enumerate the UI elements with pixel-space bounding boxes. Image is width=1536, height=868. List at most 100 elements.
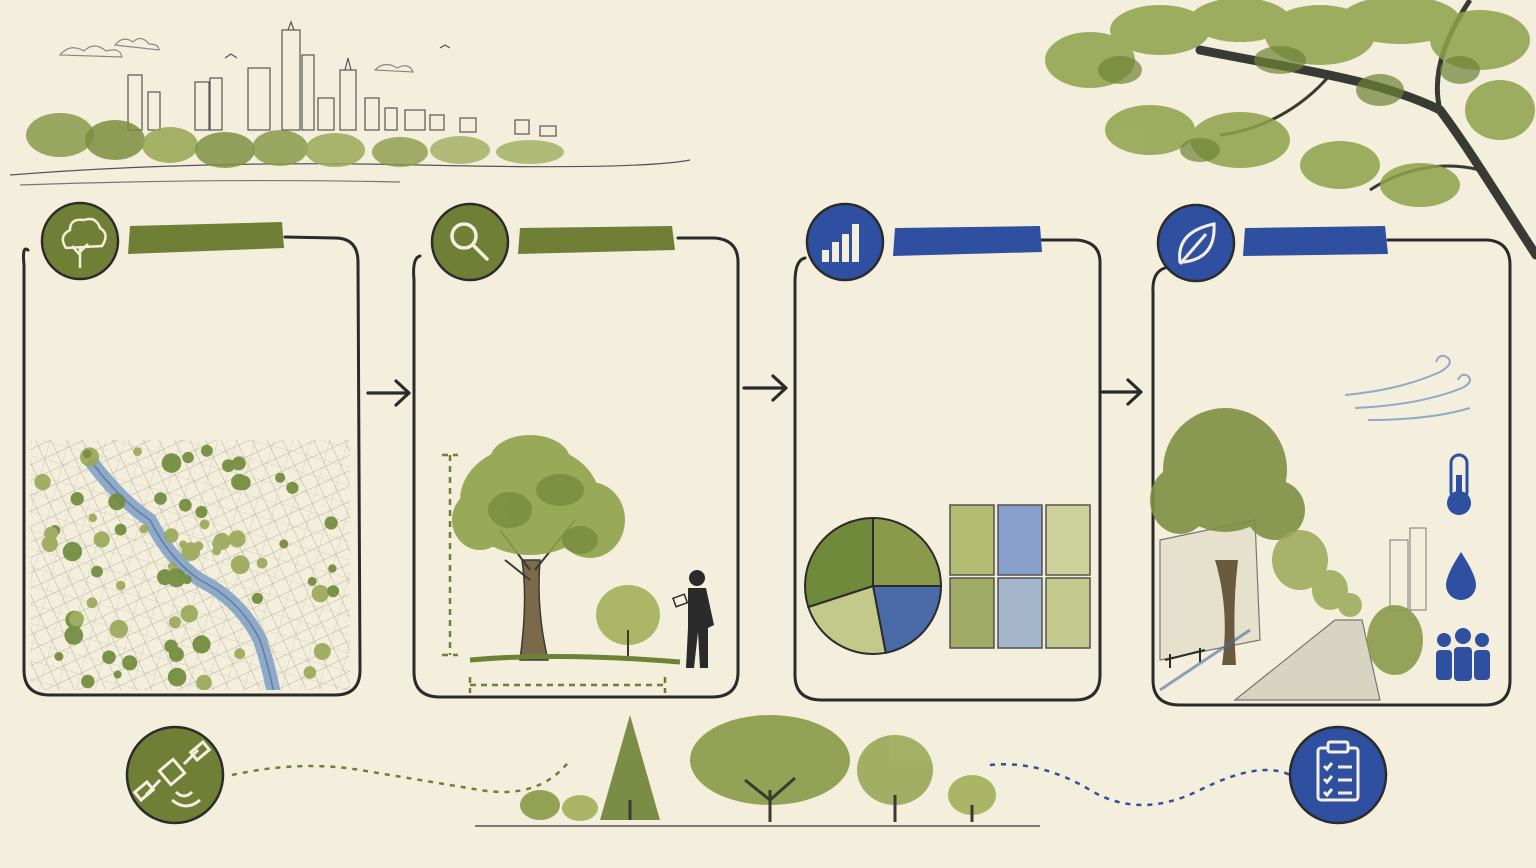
canopy-map-tile xyxy=(1045,504,1091,576)
panel-2-frame xyxy=(412,236,740,699)
canopy-dot xyxy=(164,528,179,543)
step-2-label-bar xyxy=(518,226,675,254)
canopy-dot xyxy=(82,449,92,459)
canopy-dot xyxy=(161,453,182,473)
canopy-dot xyxy=(64,626,84,645)
arrow-2-to-3 xyxy=(742,374,788,402)
pie-slice xyxy=(807,584,887,656)
canopy-dot xyxy=(115,580,126,591)
street-illustration xyxy=(1150,408,1427,701)
step-3-header xyxy=(805,202,1042,282)
canopy-dot xyxy=(307,576,317,586)
step-4-label-bar xyxy=(1243,226,1388,256)
canopy-dot xyxy=(167,568,186,588)
data-analysis-illustration xyxy=(804,504,1091,656)
canopy-dot xyxy=(213,532,231,551)
canopy-map-tile xyxy=(997,504,1043,576)
canopy-dot xyxy=(114,523,127,536)
canopy-dot xyxy=(108,493,126,511)
step-1-badge xyxy=(40,201,120,281)
canopy-dot xyxy=(231,456,246,471)
canopy-dot xyxy=(230,555,250,575)
thermometer-icon xyxy=(1447,453,1471,515)
canopy-dot xyxy=(102,650,116,664)
canopy-dot xyxy=(231,473,248,491)
canopy-dot xyxy=(286,481,299,494)
magnifier-icon xyxy=(450,222,489,261)
canopy-dot xyxy=(109,619,128,639)
step-2-badge xyxy=(430,202,510,282)
canopy-dot xyxy=(113,670,122,679)
pie-slice xyxy=(871,585,943,654)
clipboard-badge xyxy=(1288,725,1388,825)
canopy-dot xyxy=(122,655,138,671)
canopy-dot xyxy=(44,526,58,541)
canopy-dot xyxy=(62,541,83,562)
canopy-dot xyxy=(178,498,192,512)
canopy-dot xyxy=(180,605,198,623)
canopy-dot xyxy=(54,652,64,661)
canopy-dot xyxy=(69,611,84,627)
tree-row-sketch xyxy=(475,715,1040,827)
canopy-dot xyxy=(182,451,194,464)
canopy-dot xyxy=(167,667,187,687)
canopy-dot xyxy=(91,565,103,578)
canopy-dot xyxy=(88,513,98,523)
sidewalk xyxy=(1233,619,1381,701)
canopy-dot xyxy=(41,535,58,553)
step-4-badge xyxy=(1156,203,1236,283)
canopy-dot xyxy=(201,444,213,457)
canopy-dot xyxy=(133,447,142,456)
clipboard-checklist-icon xyxy=(1316,740,1360,802)
canopy-dot xyxy=(234,648,246,660)
canopy-dot xyxy=(228,530,246,548)
canopy-dot xyxy=(86,597,98,609)
canopy-dot xyxy=(181,542,200,561)
clipboard-dashed-path xyxy=(989,763,1291,807)
height-measure-line xyxy=(442,453,458,657)
surveyor-figure xyxy=(672,570,714,668)
canopy-dot xyxy=(199,519,210,530)
canopy-dot xyxy=(303,666,317,679)
canopy-dot xyxy=(168,646,184,662)
pie-chart xyxy=(804,516,943,656)
bar-chart-icon xyxy=(822,224,859,262)
canopy-dot xyxy=(328,564,337,573)
water-drop-icon xyxy=(1446,552,1476,600)
leaf-icon xyxy=(1178,222,1216,265)
canopy-dots xyxy=(34,444,340,690)
canopy-dot xyxy=(324,516,338,530)
canopy-dot xyxy=(279,539,289,549)
canopy-dot xyxy=(195,505,208,519)
arrow-1-to-2 xyxy=(366,379,411,407)
canopy-dot xyxy=(192,635,211,654)
canopy-map-tile xyxy=(949,504,995,576)
pie-slice xyxy=(872,516,943,587)
small-shrub xyxy=(596,585,660,645)
skyline-trees xyxy=(26,113,564,168)
step-1-header xyxy=(40,201,284,281)
canopy-dot xyxy=(81,674,95,689)
tree-measurement-illustration xyxy=(442,435,714,693)
width-measure-line xyxy=(468,677,667,693)
canopy-map-tile xyxy=(997,577,1043,649)
canopy-dot xyxy=(212,546,222,556)
canopy-dot xyxy=(313,643,331,660)
step-2-header xyxy=(430,202,675,282)
canopy-dot xyxy=(139,524,149,534)
canopy-dot xyxy=(154,492,167,505)
canopy-dot xyxy=(34,473,51,491)
satellite-badge xyxy=(125,725,225,825)
pie-slice xyxy=(804,516,874,609)
city-map-illustration xyxy=(30,440,350,690)
people-icon xyxy=(1436,628,1490,681)
canopy-map-tile xyxy=(1045,577,1091,649)
canopy-map-tile xyxy=(949,577,995,649)
arrow-3-to-4 xyxy=(1098,378,1143,406)
panel-4-frame xyxy=(1151,238,1512,707)
canopy-dot xyxy=(168,616,181,629)
canopy-dot xyxy=(251,592,263,605)
canopy-dot xyxy=(327,585,340,598)
